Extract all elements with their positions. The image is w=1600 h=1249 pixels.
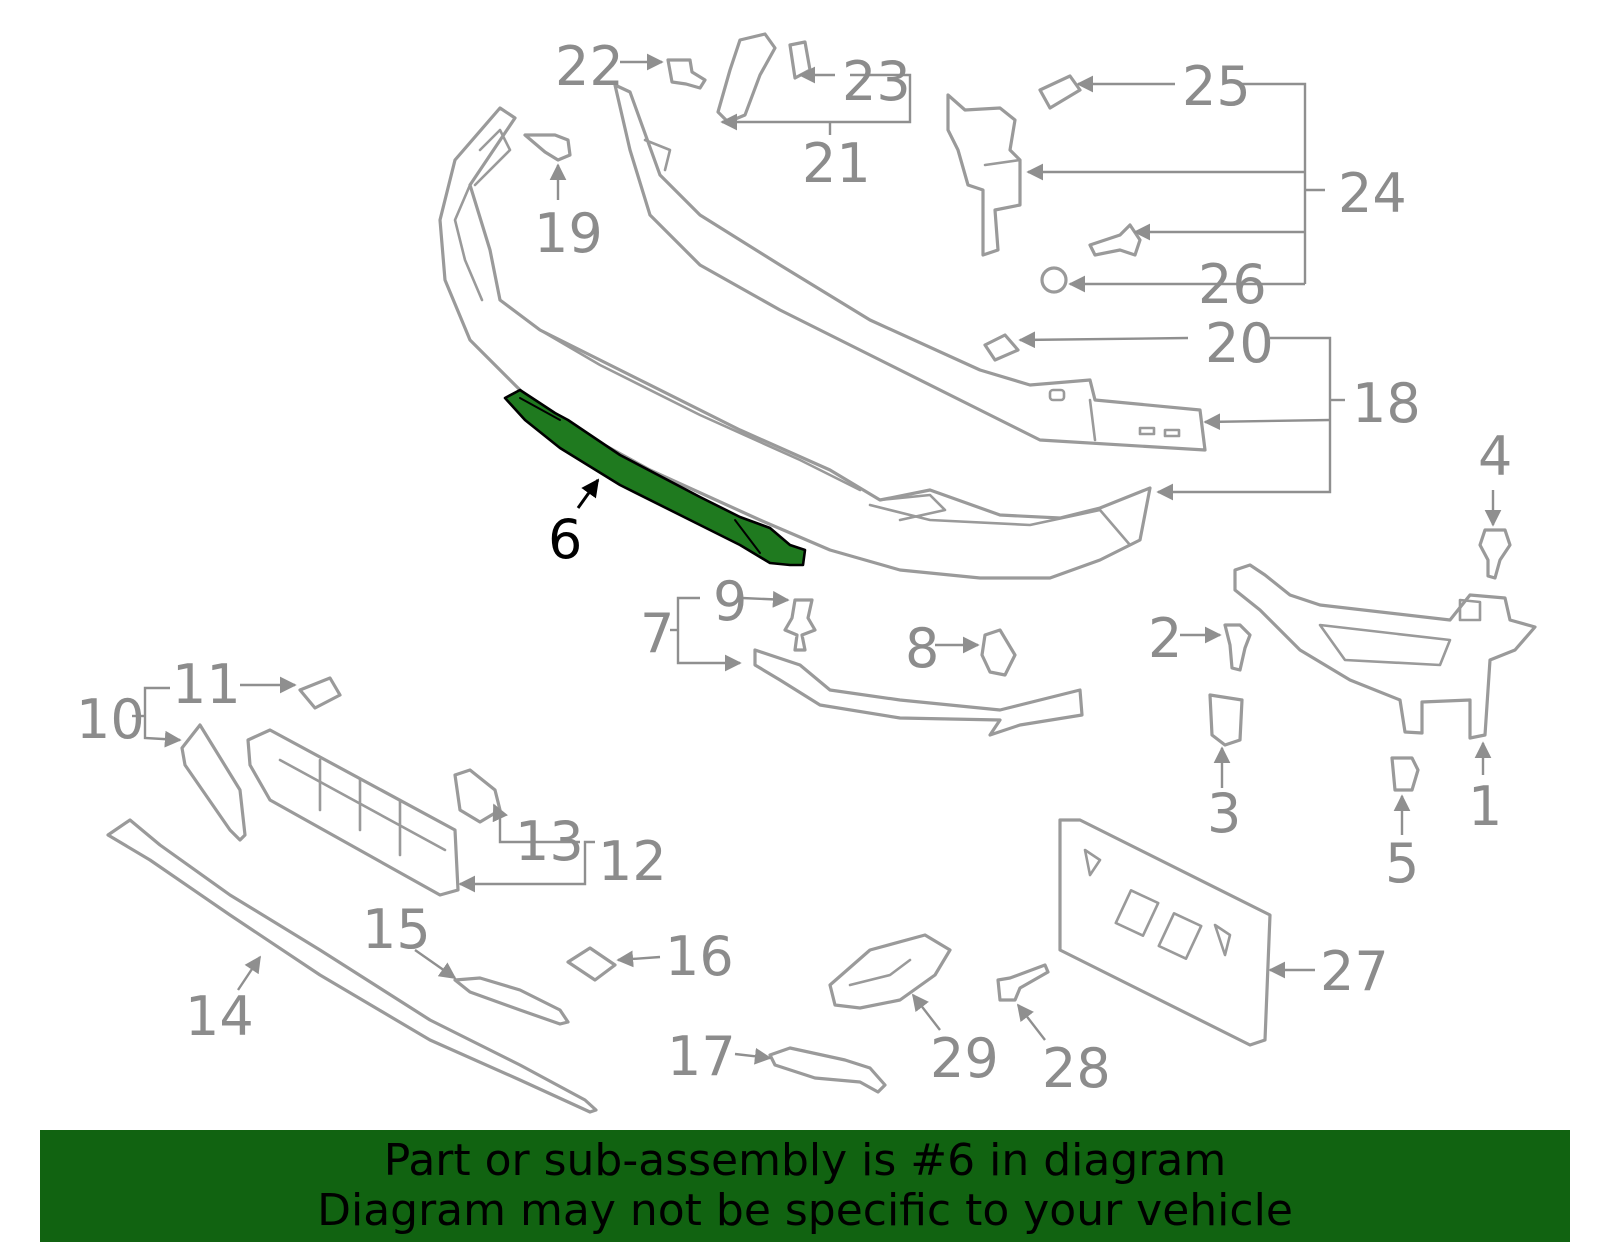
clip-25-part bbox=[1038, 74, 1082, 110]
bolt-24-part bbox=[1088, 223, 1142, 257]
clip-11-part bbox=[298, 676, 342, 710]
bolt-19-part bbox=[523, 133, 572, 162]
callout-10: 10 bbox=[76, 688, 145, 751]
callout-29: 29 bbox=[930, 1027, 999, 1090]
info-banner: Part or sub-assembly is #6 in diagram Di… bbox=[40, 1130, 1570, 1242]
callout-19: 19 bbox=[534, 202, 603, 265]
callout-16: 16 bbox=[665, 925, 734, 988]
strip-14-part bbox=[106, 818, 598, 1114]
callout-24: 24 bbox=[1338, 162, 1407, 225]
clip-20-part bbox=[983, 333, 1020, 362]
callout-21: 21 bbox=[802, 132, 871, 195]
deflector-7-part bbox=[753, 648, 1084, 737]
callout-25: 25 bbox=[1182, 55, 1251, 118]
callout-28: 28 bbox=[1042, 1037, 1111, 1100]
callout-labels: 22 23 21 25 24 26 19 20 18 6 4 9 7 8 2 1… bbox=[76, 35, 1512, 1100]
callout-2: 2 bbox=[1148, 607, 1182, 670]
callout-4: 4 bbox=[1478, 425, 1512, 488]
leader-lines bbox=[132, 53, 1502, 1065]
clip-3-part bbox=[1208, 693, 1244, 747]
bolt-22-part bbox=[666, 58, 707, 90]
callout-1: 1 bbox=[1468, 775, 1502, 838]
callout-5: 5 bbox=[1385, 832, 1419, 895]
bolt-28-part bbox=[996, 963, 1050, 1002]
callout-15: 15 bbox=[362, 898, 431, 961]
strip-15-part bbox=[453, 976, 570, 1026]
callout-27: 27 bbox=[1320, 940, 1389, 1003]
callout-12: 12 bbox=[598, 830, 667, 893]
nut-26-part bbox=[1040, 266, 1068, 294]
callout-18: 18 bbox=[1352, 372, 1421, 435]
callout-22: 22 bbox=[555, 35, 624, 98]
callout-7: 7 bbox=[640, 602, 674, 665]
callout-13: 13 bbox=[515, 810, 584, 873]
callout-11: 11 bbox=[172, 653, 241, 716]
pin-9-part bbox=[783, 598, 817, 652]
callout-23: 23 bbox=[842, 50, 911, 113]
bracket-21-part bbox=[716, 32, 777, 124]
banner-line-1: Part or sub-assembly is #6 in diagram bbox=[383, 1135, 1227, 1186]
bumper-cover-part bbox=[438, 106, 1152, 580]
callout-20: 20 bbox=[1205, 312, 1274, 375]
clip-16-part bbox=[566, 946, 617, 982]
tow-hook-29-part bbox=[828, 933, 952, 1010]
callout-8: 8 bbox=[905, 617, 939, 680]
grille-12-part bbox=[246, 728, 460, 897]
fog-lamp-bracket-part bbox=[1233, 563, 1537, 740]
clip-13-part bbox=[453, 768, 502, 824]
callout-17: 17 bbox=[667, 1025, 736, 1088]
banner-line-2: Diagram may not be specific to your vehi… bbox=[317, 1185, 1293, 1236]
bolt-2-part bbox=[1223, 623, 1252, 672]
bolt-4-part bbox=[1478, 528, 1512, 580]
trim-10-part bbox=[180, 723, 247, 842]
callout-3: 3 bbox=[1207, 782, 1241, 845]
bracket-part bbox=[946, 93, 1022, 257]
callout-6-highlighted: 6 bbox=[548, 508, 582, 571]
clip-8-part bbox=[980, 628, 1017, 677]
callout-14: 14 bbox=[185, 985, 254, 1048]
callout-9: 9 bbox=[713, 570, 747, 633]
clip-23-part bbox=[788, 40, 812, 80]
callout-26: 26 bbox=[1198, 253, 1267, 316]
reinforcement-part bbox=[613, 83, 1207, 452]
clip-5-part bbox=[1390, 756, 1420, 792]
absorber-6-highlighted-part bbox=[503, 388, 807, 567]
bracket-17-part bbox=[768, 1046, 887, 1094]
license-plate-bracket-part bbox=[1058, 818, 1272, 1047]
